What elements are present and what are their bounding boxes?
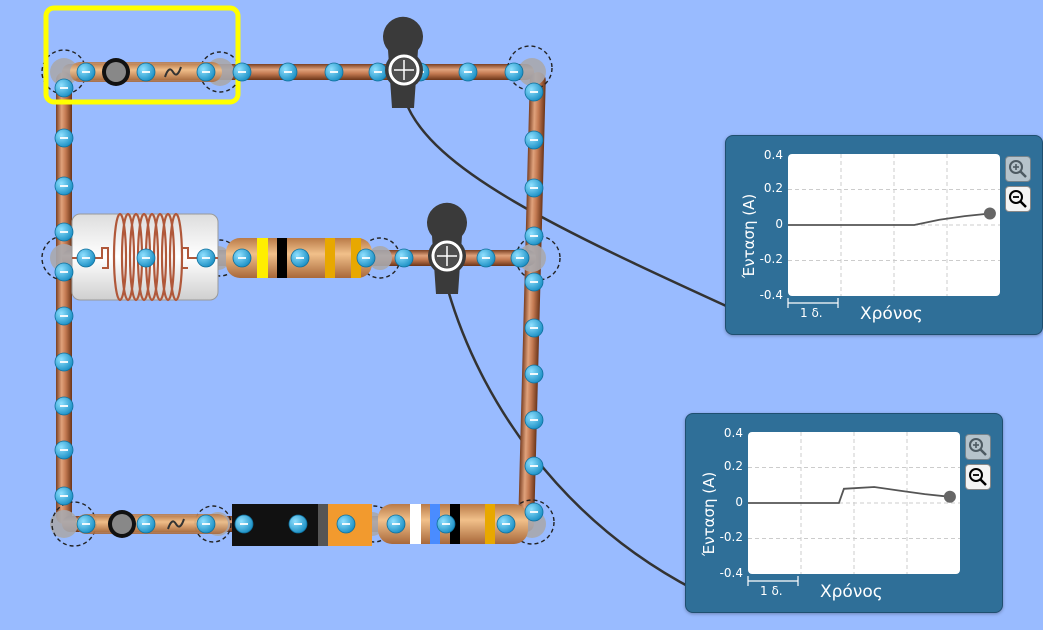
ammeter-probe-1[interactable]	[382, 16, 423, 108]
ytick: -0.2	[759, 252, 783, 266]
current-line-chart-2	[748, 432, 960, 574]
ammeter-1-cable	[403, 99, 736, 312]
ytick: 0	[775, 217, 783, 231]
ytick: -0.4	[759, 288, 783, 302]
current-chart-panel-1[interactable]: Ένταση (A) 0.4 0.2 0 -0.2 -0.4 1 δ. Χρόν…	[725, 135, 1043, 335]
current-line-chart-1	[788, 154, 1000, 296]
current-series-line	[748, 486, 950, 504]
ammeter-2-cable	[446, 289, 696, 592]
chart-plot-area	[788, 154, 1000, 296]
chart-plot-area	[748, 432, 960, 574]
zoom-in-icon	[1009, 160, 1027, 178]
time-scale-marker	[747, 576, 799, 586]
chart-xlabel: Χρόνος	[820, 582, 883, 602]
chart-xlabel: Χρόνος	[860, 304, 923, 324]
electrons	[54, 62, 544, 534]
filament-icon	[164, 66, 182, 78]
zoom-out-button[interactable]	[965, 464, 991, 490]
current-chart-panel-2[interactable]: Ένταση (A) 0.4 0.2 0 -0.2 -0.4 1 δ. Χρόν…	[685, 413, 1003, 613]
battery[interactable]	[232, 504, 372, 546]
ytick: 0.2	[723, 459, 743, 473]
ytick: 0	[735, 495, 743, 509]
selection-highlight	[43, 5, 241, 105]
ammeter-probe-2[interactable]	[426, 202, 467, 294]
zoom-out-icon	[969, 468, 987, 486]
zoom-in-button[interactable]	[1005, 156, 1031, 182]
time-scale-label: 1 δ.	[800, 306, 823, 320]
zoom-in-button[interactable]	[965, 434, 991, 460]
ytick: 0.2	[763, 181, 783, 195]
current-series-line	[788, 212, 990, 226]
current-marker-point	[983, 207, 996, 220]
zoom-out-button[interactable]	[1005, 186, 1031, 212]
time-scale-marker	[787, 298, 839, 308]
filament-icon	[167, 518, 185, 530]
ytick: 0.4	[763, 148, 783, 162]
current-marker-point	[943, 490, 956, 503]
time-scale-label: 1 δ.	[760, 584, 783, 598]
ytick: -0.4	[719, 566, 743, 580]
zoom-out-icon	[1009, 190, 1027, 208]
zoom-in-icon	[969, 438, 987, 456]
ytick: 0.4	[723, 426, 743, 440]
ytick: -0.2	[719, 530, 743, 544]
